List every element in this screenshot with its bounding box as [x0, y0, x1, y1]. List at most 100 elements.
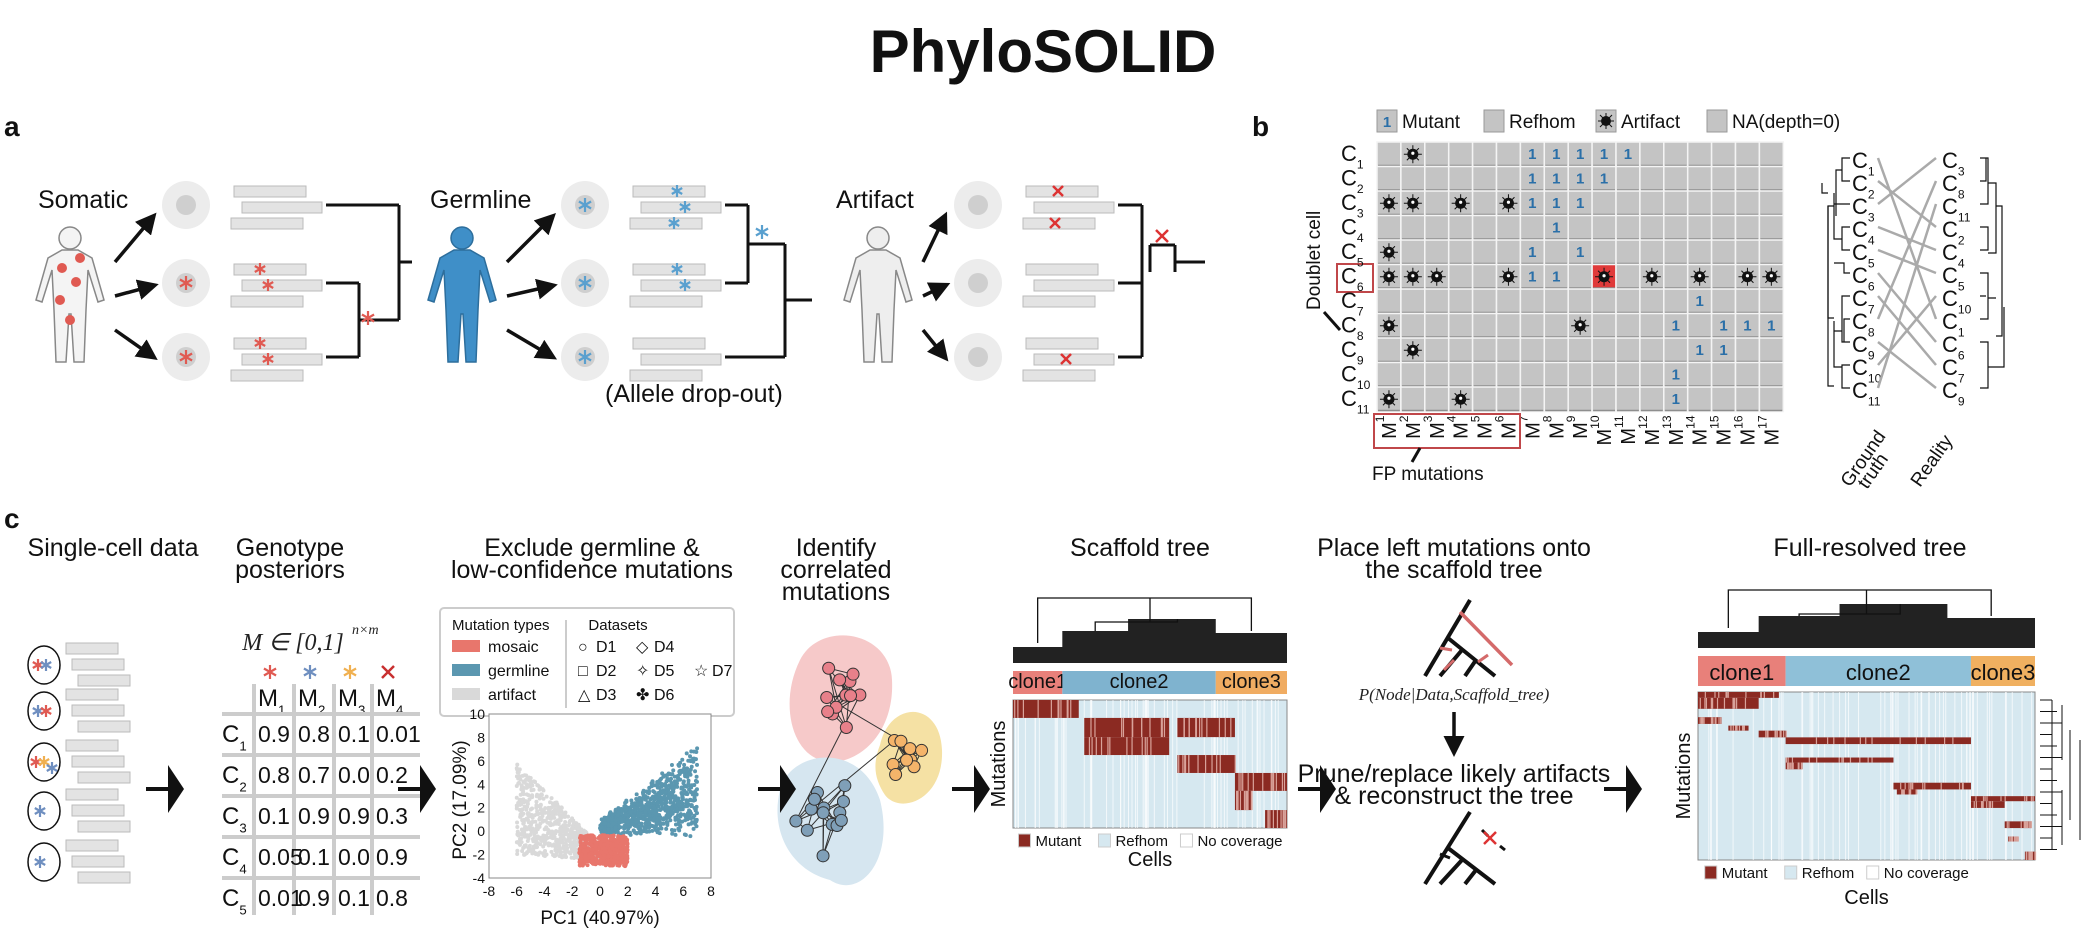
tumor-spot [71, 277, 81, 287]
artifact-point [528, 782, 533, 787]
refhom-stripe [1808, 757, 1810, 763]
genotype-cell [1615, 288, 1641, 315]
germline-point [684, 768, 689, 773]
dendrogram-branch [1821, 183, 1850, 389]
refhom-stripe [1270, 772, 1272, 791]
mosaic-point [589, 851, 594, 856]
genotype-cell [1591, 239, 1617, 266]
refhom-stripe [1100, 737, 1103, 756]
artifact-point [515, 770, 520, 775]
mutant-block [1758, 730, 1786, 738]
germline-point [678, 807, 683, 812]
bug-eye [1459, 396, 1463, 400]
refhom-stripe [1242, 772, 1244, 791]
asterisk-stroke [254, 339, 266, 347]
legend-label: Mutant [1035, 833, 1082, 850]
germline-point [624, 806, 629, 811]
refhom-stripe [1900, 782, 1902, 790]
panel-b: b 1 Mutant Refhom Artifact NA(depth=0) D… [1252, 109, 2005, 493]
artifact-point [562, 849, 567, 854]
artifact-point [519, 783, 524, 788]
figure-title: PhyloSOLID [870, 18, 1217, 85]
refhom-stripe [1273, 772, 1275, 791]
asterisk-stroke [40, 707, 52, 715]
germline-point [684, 792, 689, 797]
genotype-cell [1758, 386, 1785, 413]
germline-point [689, 803, 694, 808]
column-label: M1 [1373, 415, 1401, 439]
read-bar [640, 353, 722, 366]
clone-label: clone3 [1971, 660, 2036, 685]
germline-point [670, 772, 675, 777]
refhom-stripe [1201, 717, 1203, 738]
bug-icon [1738, 267, 1757, 286]
no-coverage-stripe [2005, 692, 2007, 860]
genotype-cell [1376, 288, 1402, 315]
mosaic-point [603, 838, 608, 843]
step-single-cell: Single-cell data [28, 534, 199, 562]
refhom-stripe [1195, 717, 1198, 738]
row-label: C1 [1341, 141, 1364, 172]
refhom-stripe [2025, 851, 2027, 860]
panel-a-label: a [4, 111, 20, 142]
germline-point [671, 768, 676, 773]
mutant-block [1698, 692, 1779, 698]
artifact-point [557, 846, 562, 851]
genotype-cell [1758, 165, 1785, 192]
mosaic-point [617, 845, 622, 850]
network-node [839, 720, 853, 734]
asterisk-icon [679, 201, 691, 213]
genotype-cell [1591, 214, 1617, 241]
genotype-cell [1447, 337, 1474, 364]
type-swatch [452, 688, 480, 700]
tangle-link [1876, 180, 1938, 320]
germline-point [667, 812, 672, 817]
mosaic-point [590, 847, 595, 852]
artifact-point [577, 825, 582, 830]
asterisk-stroke [755, 227, 769, 237]
germline-point [648, 817, 653, 822]
posterior-value: 0.0 [338, 844, 370, 870]
no-coverage-stripe [1017, 700, 1019, 828]
tumor-spot [57, 263, 67, 273]
cross-stroke [1483, 831, 1497, 845]
read-bar [77, 674, 131, 687]
bug-icon [1379, 194, 1398, 213]
no-coverage-stripe [1848, 692, 1850, 860]
refhom-stripe [1163, 717, 1166, 738]
legend-b: 1 Mutant Refhom Artifact NA(depth=0) [1376, 109, 1840, 133]
legend-swatch [1704, 865, 1718, 880]
no-coverage-stripe [1961, 692, 1963, 860]
fp-mutations-box [1373, 413, 1521, 449]
bug-eye [1435, 274, 1439, 278]
x-tick-label: -6 [511, 883, 524, 899]
artifact-point [517, 774, 522, 779]
row-header: C3 [222, 803, 247, 835]
no-coverage-stripe [1778, 692, 1780, 860]
tree-branch [1446, 636, 1497, 678]
genotype-cell [1495, 361, 1522, 388]
refhom-stripe [1902, 789, 1904, 795]
genotype-cell [1734, 165, 1761, 192]
bug-eye [1411, 151, 1415, 155]
asterisk-icon [263, 665, 277, 679]
no-coverage-stripe [1858, 692, 1860, 860]
germline-point [670, 791, 675, 796]
genotype-cell [1734, 386, 1761, 413]
mosaic-point [602, 849, 607, 854]
refhom-stripe [1790, 762, 1792, 770]
refhom-stripe [1090, 717, 1092, 738]
network-node [915, 743, 929, 757]
artifact-point [521, 811, 526, 816]
cross-icon [1060, 353, 1072, 365]
germline-point [693, 789, 698, 794]
refhom-stripe [1699, 697, 1701, 709]
artifact-point [522, 830, 527, 835]
artifact-point [540, 787, 545, 792]
no-coverage-stripe [1015, 700, 1017, 828]
mosaic-point [605, 862, 610, 867]
asterisk-icon [179, 350, 193, 364]
mosaic-point [609, 851, 614, 856]
artifact-point [549, 849, 554, 854]
